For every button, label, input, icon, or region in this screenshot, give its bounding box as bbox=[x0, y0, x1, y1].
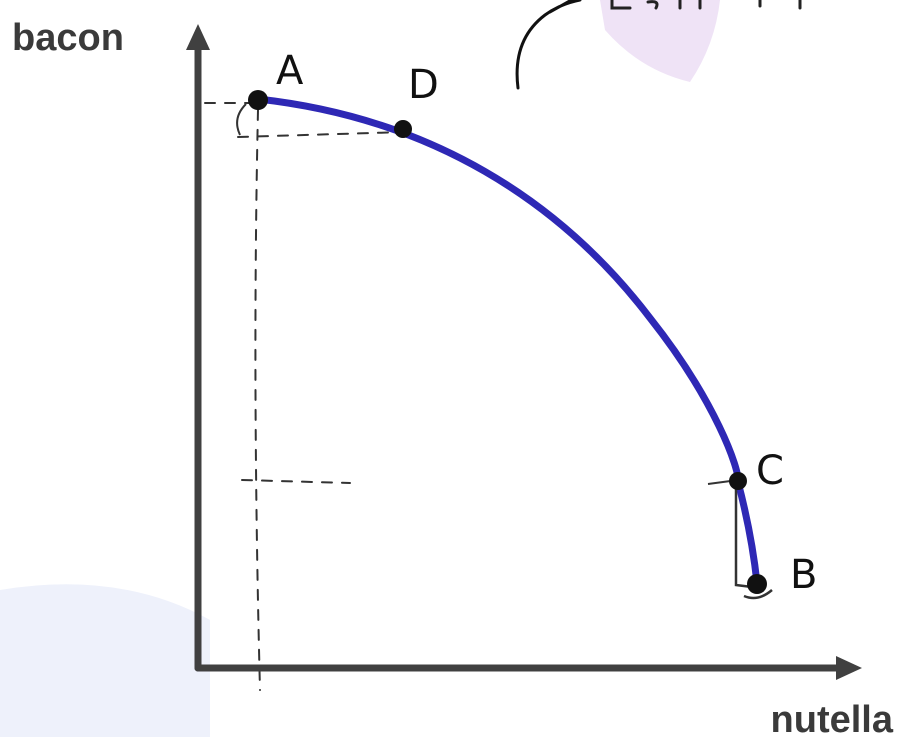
x-axis-arrowhead bbox=[836, 656, 862, 680]
dashed-guides bbox=[204, 102, 406, 691]
blue-decoration bbox=[0, 584, 210, 737]
y-axis-label: bacon bbox=[12, 17, 124, 59]
scribble-arrow bbox=[515, 0, 582, 90]
point-label-a: A bbox=[276, 48, 304, 94]
lavender-decoration bbox=[600, 0, 720, 82]
scribble-letters bbox=[610, 0, 802, 10]
point-label-d: D bbox=[408, 62, 439, 108]
x-axis-label: nutella bbox=[771, 699, 894, 737]
ppf-curve bbox=[254, 95, 761, 587]
brace-mark bbox=[236, 103, 247, 136]
point-a bbox=[248, 90, 268, 110]
ppf-points bbox=[248, 90, 767, 594]
point-d bbox=[394, 120, 412, 138]
point-c bbox=[729, 472, 747, 490]
b-scribble-mark bbox=[743, 589, 773, 600]
point-b bbox=[747, 574, 767, 594]
y-axis-arrowhead bbox=[186, 24, 210, 50]
axes bbox=[194, 41, 849, 672]
point-label-b: B bbox=[790, 552, 817, 598]
point-label-c: C bbox=[756, 448, 784, 494]
